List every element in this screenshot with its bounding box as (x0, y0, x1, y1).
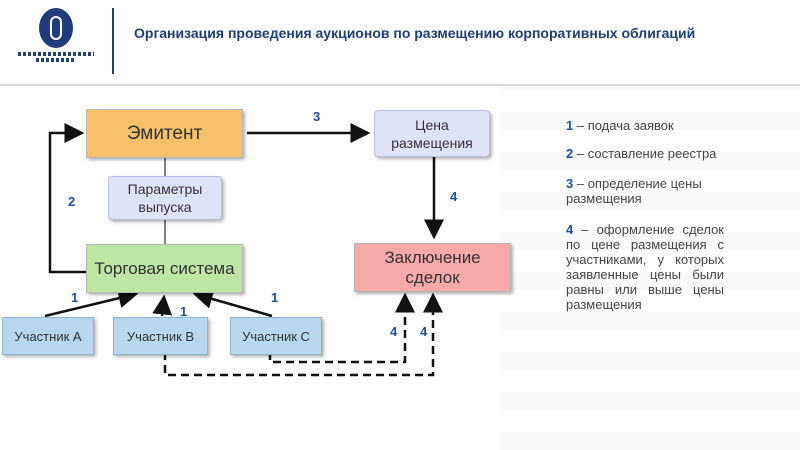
header-divider (112, 8, 114, 74)
legend-item-3: 3 – определение цены размещения (566, 176, 724, 206)
logo-caption-2 (36, 58, 76, 62)
legend-text: – подача заявок (573, 118, 674, 133)
edge-label-dashed-left: 4 (390, 324, 398, 339)
node-participant-c: Участник C (230, 317, 322, 355)
edge-label-issuer-price: 3 (313, 109, 321, 124)
legend-num: 2 (566, 146, 574, 161)
arrow-a-to-trading (44, 288, 139, 318)
edge-label-trading-issuer: 2 (68, 194, 76, 209)
edge-label-c-trading: 1 (271, 290, 279, 305)
legend-num: 4 (566, 222, 574, 237)
legend-text: – составление реестра (573, 146, 717, 161)
edge-label-price-deals: 4 (450, 189, 458, 204)
node-issuer: Эмитент (86, 109, 243, 158)
legend-text: – оформление сделок по цене размещения с… (566, 222, 724, 312)
edge-label-dashed-right: 4 (420, 324, 428, 339)
legend-num: 1 (566, 118, 574, 133)
logo-emblem-icon (39, 8, 73, 48)
node-participant-a: Участник A (2, 317, 94, 355)
dashed-deals-to-c (268, 292, 415, 364)
node-issue-params: Параметры выпуска (108, 176, 222, 220)
node-participant-b: Участник B (113, 317, 208, 355)
legend-item-2: 2 – составление реестра (566, 146, 724, 161)
node-trading-system: Торговая система (86, 244, 243, 293)
node-placement-price: Цена размещения (374, 110, 490, 157)
background-watermark (500, 80, 800, 450)
arrow-c-to-trading (192, 289, 273, 318)
legend-item-1: 1 – подача заявок (566, 118, 724, 133)
legend-text: – определение цены размещения (566, 176, 702, 206)
edge-label-a-trading: 1 (71, 290, 79, 305)
logo-caption (18, 52, 94, 56)
dashed-deals-to-b (163, 292, 443, 377)
edge-label-b-trading: 1 (180, 304, 188, 319)
legend-num: 3 (566, 176, 574, 191)
arrow-trading-to-issuer (48, 123, 86, 274)
slide-title: Организация проведения аукционов по разм… (134, 25, 696, 41)
legend-item-4: 4 – оформление сделок по цене размещения… (566, 222, 724, 312)
arrow-b-to-trading (152, 294, 173, 317)
university-logo (18, 8, 94, 72)
node-deals: Заключение сделок (354, 243, 511, 292)
slide-header: Организация проведения аукционов по разм… (0, 0, 800, 86)
